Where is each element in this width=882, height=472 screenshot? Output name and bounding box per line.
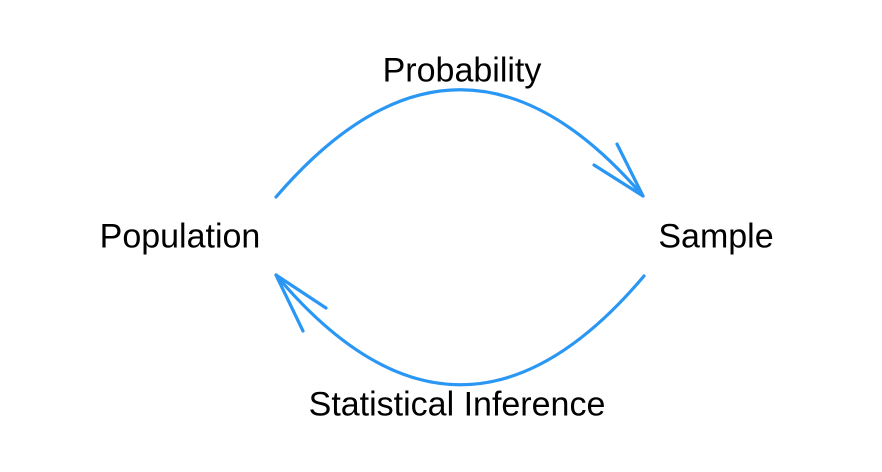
inference-arc bbox=[274, 273, 646, 387]
probability-arrowhead-icon bbox=[592, 142, 645, 198]
node-sample-label: Sample bbox=[658, 217, 774, 256]
probability-arc bbox=[274, 88, 645, 199]
inference-arrow bbox=[274, 273, 646, 387]
probability-arrow bbox=[274, 88, 645, 199]
node-population-label: Population bbox=[99, 217, 261, 256]
edge-statistical-inference-label: Statistical Inference bbox=[308, 385, 606, 424]
edge-probability-label: Probability bbox=[382, 51, 542, 90]
inference-arrowhead-icon bbox=[274, 273, 328, 333]
